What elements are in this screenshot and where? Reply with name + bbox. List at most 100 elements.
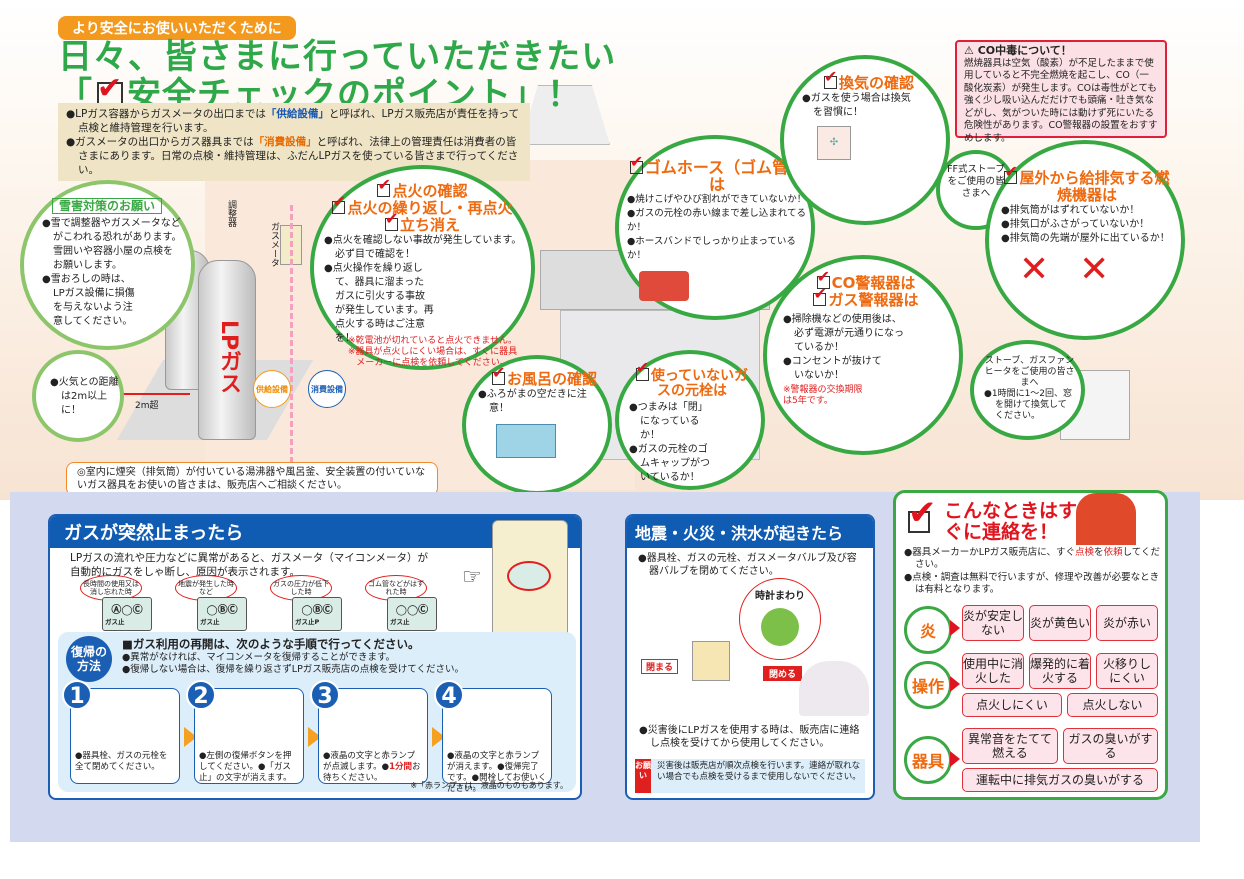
step-number: 3 — [310, 680, 340, 710]
snow-circle: 雪害対策のお願い ●雪で調整器やガスメータなどがこわれる恐れがあります。雪囲いや… — [20, 180, 195, 350]
consumption-equipment-label: 消費設備 — [308, 370, 346, 408]
recovery-items: ●異常がなければ、マイコンメータを復帰することができます。●復帰しない場合は、復… — [122, 652, 464, 676]
alarm-title-1: CO警報器は — [783, 268, 949, 292]
step-text: ●器具栓、ガスの元栓を全て閉めてください。 — [75, 751, 168, 772]
intro-box: ●LPガス容器からガスメータの出口までは「供給設備」と呼ばれ、LPガス販売店が責… — [58, 103, 530, 181]
display-cause: 長時間の使用又は消し忘れた時 — [80, 575, 142, 601]
arrow-right-icon — [184, 727, 197, 747]
checkbox-icon — [1004, 163, 1018, 184]
ventilation-circle: 換気の確認 ●ガスを使う場合は換気を習慣に！ ✣ — [780, 55, 950, 225]
ignition-note: ※器具が点火しにくい場合は、すぐに器具メーカーに点検を依頼してください。 — [347, 347, 518, 368]
disaster-item: ●災害後にLPガスを使用する時は、販売店に連絡し点検を受けてから使用してください… — [639, 725, 860, 749]
valve-handle-icon — [761, 608, 799, 646]
ignition-notes: ※乾電池が切れていると点火できません。※器具が点火しにくい場合は、すぐに器具メー… — [345, 336, 520, 369]
close-label-1: 閉まる — [641, 659, 679, 674]
hose-item: ●ホースバンドでしっかり止まっているか！ — [627, 236, 796, 261]
checkbox-icon — [384, 210, 398, 231]
hose-item: ●焼けこげやひび割れができていないか！ — [627, 194, 807, 205]
contact-item-2: ●点検・調査は無料で行いますが、修理や改善が必要なときは有料となります。 — [904, 572, 1160, 595]
outdoor-item: ●排気筒の先端が屋外に出ているか！ — [1001, 233, 1170, 244]
step-text: ●左側の復帰ボタンを押してください。●「ガス止」の文字が消えます。 — [199, 751, 292, 783]
bath-circle: お風呂の確認 ●ふろがまの空だきに注意！ — [462, 355, 612, 495]
valve-circle: 使っていないガスの元栓は ●つまみは「閉」になっているか！ ●ガスの元栓のゴムキ… — [615, 350, 765, 490]
outdoor-item: ●排気口がふさがっていないか！ — [1001, 219, 1150, 230]
arrow-right-icon — [950, 620, 960, 636]
intro-p2-b: と呼ばれ、法律上の管理責任は消費者の皆さまにあります。日常の点検・維持管理は、ふ… — [78, 136, 519, 176]
stove-item: ●1時間に1〜2回、窓を開けて換気してください。 — [984, 389, 1073, 421]
inspection-highlight: 点検 — [1075, 547, 1095, 558]
co-title-text: CO中毒について！ — [977, 44, 1072, 57]
checkbox-icon: ✔ — [908, 493, 937, 533]
snow-item: ●雪おろしの時は、LPガス設備に損傷を与えないよう注意してください。 — [42, 274, 135, 327]
consumption-highlight: 「消費設備」 — [253, 136, 317, 148]
display-label: ガス止 — [390, 618, 410, 626]
fire-distance-text: ●火気との距離は2m以上に！ — [50, 377, 119, 416]
step-text: お待ちください。 — [323, 762, 421, 783]
close-label-2: 閉める — [763, 666, 803, 681]
hose-item: ●ガスの元栓の赤い線まで差し込まれてるか！ — [627, 208, 807, 233]
distance-label: 2m超 — [135, 401, 159, 411]
recovery-section: 復帰の方法 ■ガス利用の再開は、次のような手順で行ってください。 ●異常がなけれ… — [58, 632, 576, 794]
title-line-1: 日々、皆さまに行っていただきたい — [58, 37, 617, 77]
ignition-title-text: 点火の繰り返し・再点火 — [347, 199, 513, 217]
footnote: ※「赤ランプ」は、液晶のものもあります。 — [410, 781, 568, 790]
contact-text: を — [1094, 547, 1104, 558]
arrow-right-icon — [950, 751, 960, 767]
ignition-title-2: 点火の繰り返し・再点火 — [324, 193, 521, 217]
disaster-title: 地震・火災・洪水が起きたら — [627, 516, 873, 548]
display-lamps: ◯ⒷⒸ — [206, 605, 238, 616]
checkbox-icon — [635, 360, 649, 381]
ignition-item: ●点火操作を繰り返して、器具に溜まったガスに引火する事故が発生しています。再点火… — [324, 263, 434, 344]
outdoor-title: 屋外から給排気する燃焼機器は — [1001, 163, 1173, 204]
category-flame: 炎 — [904, 606, 952, 654]
step-highlight: 1分間 — [389, 762, 412, 772]
alarm-item: ●掃除機などの使用後は、必ず電源が元通りになっているか！ — [783, 314, 904, 353]
checkbox-icon — [813, 285, 827, 306]
symptom: ガスの臭いがする — [1063, 728, 1158, 764]
display-lamps: Ⓐ◯Ⓒ — [111, 605, 143, 616]
distance-arrow — [100, 393, 190, 395]
symptom: 使用中に消火した — [962, 653, 1024, 689]
gas-stop-desc: LPガスの流れや圧力などに異常があると、ガスメータ（マイコンメータ）が自動的にガ… — [70, 552, 428, 578]
alarm-title-2: ガス警報器は — [783, 285, 949, 309]
symptom: 炎が安定しない — [962, 605, 1024, 641]
lp-gas-tank — [198, 260, 256, 440]
display-label: ガス止P — [295, 618, 320, 626]
meter-display — [507, 561, 551, 591]
symptom: 炎が赤い — [1096, 605, 1158, 641]
valve-title-text: 使っていないガスの元栓は — [650, 368, 749, 399]
supply-highlight: 「供給設備」 — [265, 108, 329, 120]
symptom: 運転中に排気ガスの臭いがする — [962, 768, 1158, 792]
arrow-right-icon — [308, 727, 321, 747]
snow-title: 雪害対策のお願い — [52, 198, 162, 214]
intro-p1: ●LPガス容器からガスメータの出口までは「供給設備」と呼ばれ、LPガス販売店が責… — [66, 107, 522, 135]
bath-title: お風呂の確認 — [478, 364, 600, 388]
recovery-item: ●異常がなければ、マイコンメータを復帰することができます。 — [122, 652, 396, 663]
disaster-item: ●器具栓、ガスの元栓、ガスメータバルブ及び容器バルブを閉めてください。 — [638, 553, 857, 577]
bath-title-text: お風呂の確認 — [507, 370, 598, 388]
arrow-right-icon — [432, 727, 445, 747]
checkbox-icon — [332, 193, 346, 214]
ignition-title-text: 点火の確認 — [392, 182, 468, 200]
clockwise-label: 時計まわり — [755, 591, 805, 602]
symptom: 異常音をたてて燃える — [962, 728, 1058, 764]
hose-circle: ゴムホース（ゴム管）は ●焼けこげやひび割れができていないか！ ●ガスの元栓の赤… — [615, 135, 815, 320]
ignition-title-text: 立ち消え — [399, 216, 460, 234]
pot-illustration — [639, 271, 689, 301]
ventilation-title: 換気の確認 — [802, 68, 936, 92]
ignition-circle: 点火の確認 点火の繰り返し・再点火 立ち消え ●点火を確認しない事故が発生してい… — [310, 165, 535, 370]
symptom: 点火しない — [1067, 693, 1158, 717]
hose-title-text: ゴムホース（ゴム管）は — [644, 158, 805, 194]
bathtub-illustration — [496, 424, 556, 458]
request-tag: お願い — [635, 759, 651, 793]
woman-on-phone-illustration — [1076, 493, 1136, 545]
gas-cylinder-illustration — [799, 661, 869, 716]
snow-item: ●雪で調整器やガスメータなどがこわれる恐れがあります。雪囲いや容器小屋の点検をお… — [42, 218, 182, 271]
